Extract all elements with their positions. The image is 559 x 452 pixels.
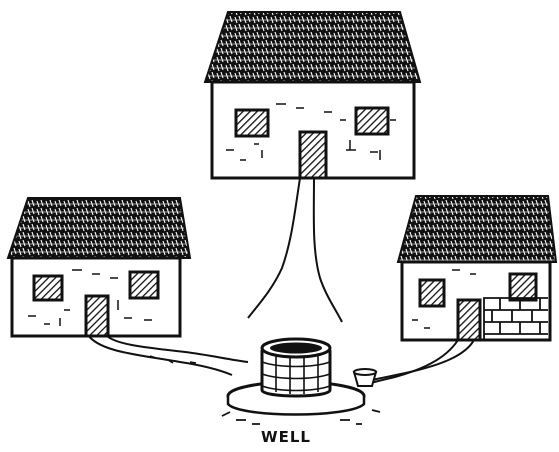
door-left bbox=[86, 296, 108, 336]
path-top-house bbox=[248, 178, 342, 322]
house-right bbox=[398, 196, 556, 340]
door-right bbox=[458, 300, 480, 340]
well-opening bbox=[270, 343, 322, 354]
window-left-left bbox=[34, 276, 62, 300]
path-right-house bbox=[360, 340, 474, 386]
window-top-right bbox=[356, 108, 388, 134]
window-left-right bbox=[130, 272, 158, 298]
door-top bbox=[300, 132, 326, 178]
window-right-left bbox=[420, 280, 444, 306]
well-label: WELL bbox=[246, 428, 326, 446]
roof-top bbox=[205, 12, 420, 82]
window-right-right bbox=[510, 274, 536, 300]
window-top-left bbox=[236, 110, 268, 136]
path-left-house bbox=[88, 335, 248, 375]
roof-right bbox=[398, 196, 556, 262]
roof-left bbox=[8, 198, 190, 258]
well bbox=[222, 339, 380, 424]
house-left bbox=[8, 198, 190, 336]
house-top bbox=[205, 12, 420, 178]
